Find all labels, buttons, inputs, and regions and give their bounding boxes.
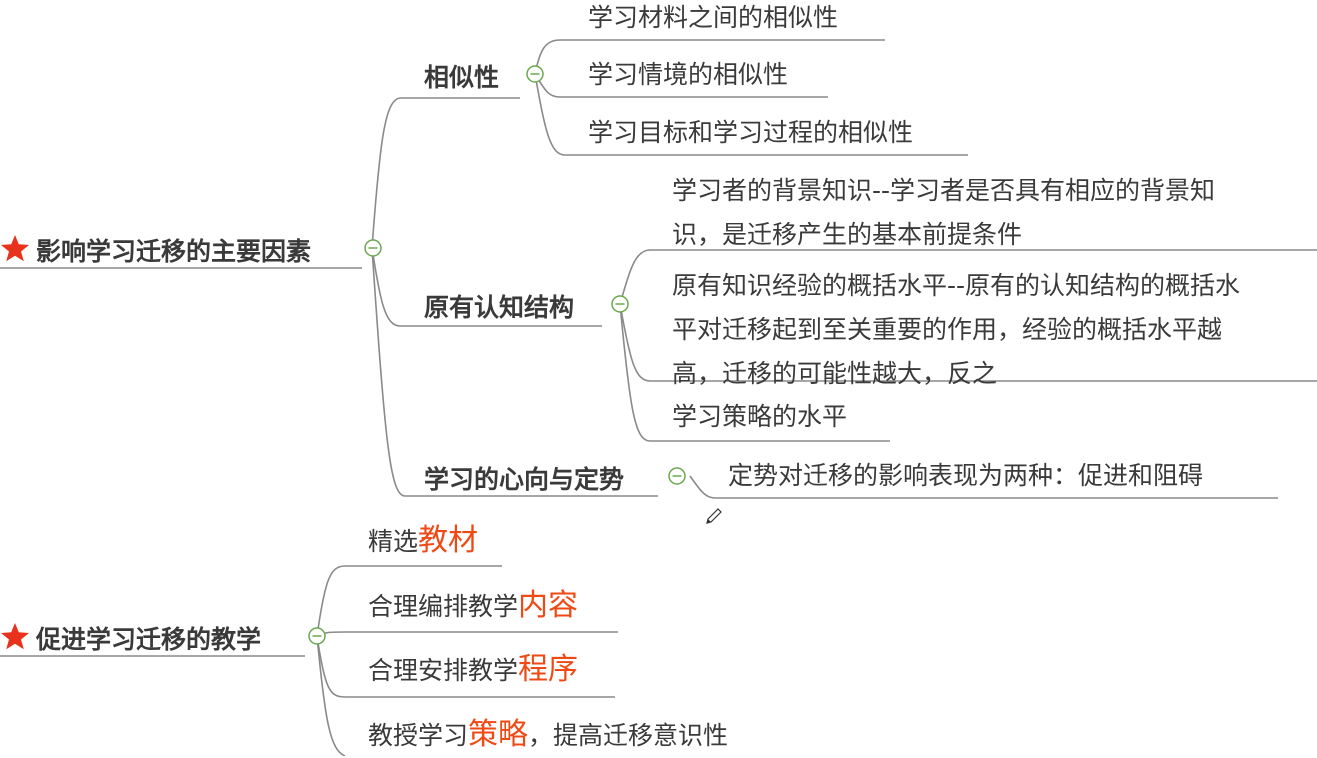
leaf-line: 高，迁移的可能性越大，反之 (672, 359, 998, 388)
leaf-highlight: 策略 (468, 717, 529, 752)
branch-similarity[interactable]: 相似性 (424, 63, 500, 92)
collapse-toggle-icon[interactable] (525, 64, 545, 84)
leaf-teach-strategy[interactable]: 教授学习策略，提高迁移意识性 (368, 713, 728, 758)
leaf-material-similarity[interactable]: 学习材料之间的相似性 (588, 3, 839, 32)
leaf-text: 教授学习 (368, 721, 469, 750)
root-topic-factors[interactable]: 影响学习迁移的主要因素 (36, 237, 312, 266)
star-icon (1, 623, 29, 650)
collapse-toggle-icon[interactable] (667, 466, 687, 486)
leaf-text: 合理安排教学 (368, 656, 519, 685)
leaf-context-similarity[interactable]: 学习情境的相似性 (588, 60, 789, 89)
collapse-toggle-icon[interactable] (363, 238, 383, 258)
leaf-line: 平对迁移起到至关重要的作用，经验的概括水平越 (672, 315, 1223, 344)
leaf-text: 合理编排教学 (368, 592, 519, 621)
leaf-strategy-level[interactable]: 学习策略的水平 (672, 402, 848, 431)
leaf-background-knowledge[interactable]: 学习者的背景知识--学习者是否具有相应的背景知 识，是迁移产生的基本前提条件 (672, 169, 1215, 257)
leaf-highlight: 程序 (518, 652, 579, 687)
pencil-cursor-icon (706, 508, 722, 524)
leaf-highlight: 教材 (418, 523, 479, 558)
root-topic-teaching[interactable]: 促进学习迁移的教学 (36, 625, 262, 654)
branch-cognitive-structure[interactable]: 原有认知结构 (424, 293, 575, 322)
leaf-mindset-effect[interactable]: 定势对迁移的影响表现为两种：促进和阻碍 (728, 461, 1204, 490)
collapse-toggle-icon[interactable] (610, 294, 630, 314)
leaf-goal-process-similarity[interactable]: 学习目标和学习过程的相似性 (588, 118, 914, 147)
leaf-highlight: 内容 (518, 588, 579, 623)
leaf-text: ，提高迁移意识性 (528, 721, 729, 750)
leaf-arrange-procedure[interactable]: 合理安排教学程序 (368, 648, 578, 693)
leaf-line: 学习者的背景知识--学习者是否具有相应的背景知 (672, 176, 1216, 205)
collapse-toggle-icon[interactable] (307, 626, 327, 646)
leaf-select-materials[interactable]: 精选教材 (368, 519, 478, 564)
leaf-arrange-content[interactable]: 合理编排教学内容 (368, 584, 578, 629)
star-icon (1, 235, 29, 262)
leaf-line: 识，是迁移产生的基本前提条件 (672, 220, 1023, 249)
leaf-generalization-level[interactable]: 原有知识经验的概括水平--原有的认知结构的概括水 平对迁移起到至关重要的作用，经… (672, 264, 1240, 396)
leaf-line: 原有知识经验的概括水平--原有的认知结构的概括水 (672, 271, 1241, 300)
leaf-text: 精选 (368, 527, 419, 556)
branch-mindset[interactable]: 学习的心向与定势 (424, 465, 625, 494)
